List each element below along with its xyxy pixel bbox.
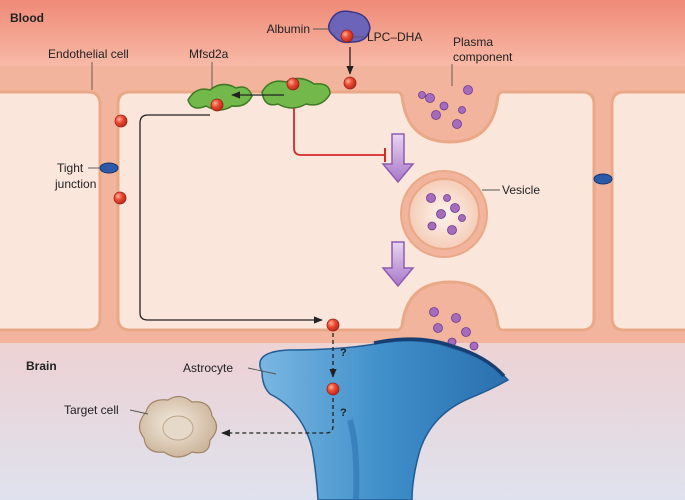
region-label-brain: Brain (26, 359, 57, 373)
label-tight-line2: junction (54, 177, 96, 191)
plasma-particle (427, 221, 437, 231)
plasma-particle (418, 91, 426, 99)
lpc-dha-molecule (286, 77, 300, 91)
dashed-path-to-target (221, 398, 334, 437)
lpc-dha-molecule (326, 318, 340, 332)
inhibition-line (293, 108, 384, 156)
endothelial-cell-center (116, 90, 596, 332)
plasma-particle (433, 323, 443, 333)
lpc-dha-molecule (343, 76, 357, 90)
label-plasma-line1: Plasma (453, 35, 493, 49)
lpc-dha-molecule (340, 29, 354, 43)
plasma-particles-top (418, 85, 473, 129)
down-arrow-lower (381, 241, 415, 288)
plasma-particle (447, 225, 457, 235)
down-arrow-upper (381, 133, 415, 184)
plasma-particle (450, 203, 460, 213)
label-albumin: Albumin (267, 22, 310, 36)
target-cell-nucleus (162, 415, 194, 441)
label-leaders (88, 28, 500, 415)
transcytosis-arrows (381, 133, 415, 288)
label-tight-line1: Tight (57, 161, 84, 175)
astrocyte (259, 337, 510, 500)
unknown-mark-1: ? (340, 347, 347, 359)
plasma-particle (469, 341, 479, 351)
astrocyte-body (259, 340, 510, 500)
endothelial-cell-right (610, 90, 685, 332)
plasma-particle (461, 327, 471, 337)
astrocyte-endfoot-rim (373, 337, 506, 378)
plasma-particle (431, 110, 441, 120)
plasma-particle (443, 194, 451, 202)
mfsd2a-transporters (187, 77, 331, 111)
target-cell (138, 395, 218, 458)
label-astrocyte: Astrocyte (183, 361, 233, 375)
plasma-particle (429, 307, 439, 317)
leader-astrocyte (247, 367, 277, 375)
plasma-particle (426, 193, 436, 203)
plasma-particle (436, 209, 446, 219)
label-endothelial-cell: Endothelial cell (48, 47, 129, 61)
tight-junction-right (593, 173, 613, 185)
label-plasma-line2: component (453, 50, 513, 64)
label-mfsd2a: Mfsd2a (189, 47, 229, 61)
endothelial-cells (0, 90, 685, 332)
mfsd2a-transporter-right (261, 77, 331, 109)
lpc-dha-molecule (114, 114, 128, 128)
unknown-mark-2: ? (340, 407, 347, 419)
plasma-particle (451, 313, 461, 323)
plasma-particle (458, 106, 466, 114)
albumin-protein (327, 10, 371, 44)
lpc-dha-molecule (210, 98, 224, 112)
plasma-particle (458, 214, 466, 222)
plasma-particle (463, 85, 473, 95)
label-target-cell: Target cell (64, 403, 119, 417)
plasma-particle (439, 101, 449, 111)
tight-junctions (99, 162, 613, 185)
endothelial-cell-left (0, 90, 102, 332)
leader-target-cell (129, 409, 149, 415)
plasma-particle (452, 119, 462, 129)
mfsd2a-transporter-left (187, 83, 253, 111)
label-vesicle: Vesicle (502, 183, 540, 197)
lpc-dha-molecule (326, 382, 340, 396)
label-lpc-dha: LPC–DHA (367, 30, 422, 44)
plasma-particle (425, 93, 435, 103)
transport-path (139, 114, 323, 324)
lpc-dha-molecule (113, 191, 127, 205)
astrocyte-process-highlight (347, 419, 360, 500)
vesicle (400, 170, 488, 258)
albumin (327, 10, 371, 44)
region-label-blood: Blood (10, 11, 44, 25)
tight-junction-left (99, 162, 119, 174)
